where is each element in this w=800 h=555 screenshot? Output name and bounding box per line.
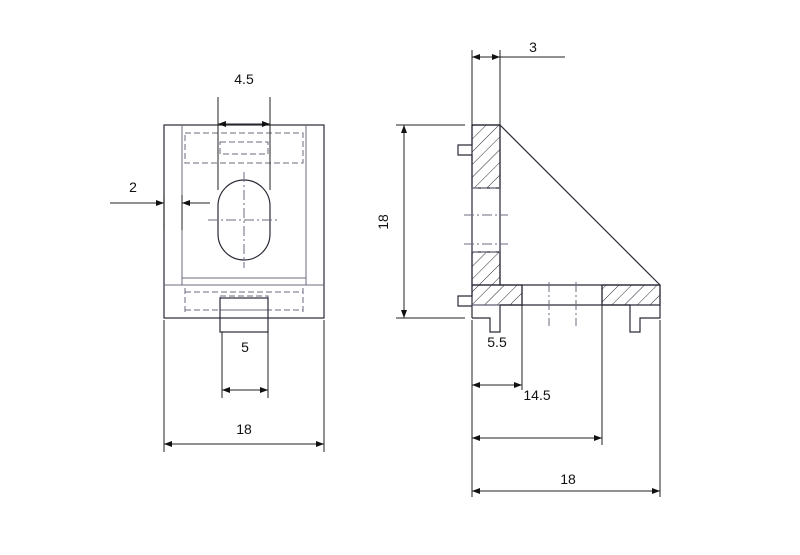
dim-slot-pos-arrow-left <box>472 382 480 388</box>
dim-slot-arrow-right <box>262 121 270 127</box>
dim-foot-label: 5.5 <box>487 334 507 350</box>
dim-slot-width-label: 4.5 <box>234 71 254 87</box>
dim-side-length-arrow-right <box>652 488 660 494</box>
side-web-hatch-lower <box>471 251 501 286</box>
front-hidden-pocket <box>184 132 304 164</box>
front-bottom-tab <box>219 297 269 333</box>
side-gusset-edge <box>499 124 661 286</box>
front-oblong-slot <box>217 179 271 261</box>
dim-slot-pos-arrow-right <box>514 382 522 388</box>
dim-front-width-arrow-right <box>316 441 324 447</box>
front-hidden-tab-top <box>219 141 269 155</box>
dim-front-overall-label: 18 <box>236 421 252 437</box>
dim-slot-arrow-left <box>218 121 226 127</box>
side-web-hatch-top <box>471 124 501 189</box>
dim-wall-label: 2 <box>129 179 137 195</box>
dim-wall-arrow-right <box>182 200 190 206</box>
dim-flange-arrow-left <box>472 54 480 60</box>
dim-slot-pos-label: 14.5 <box>523 387 550 403</box>
dim-front-width-arrow-left <box>164 441 172 447</box>
dim-side-overall-label: 18 <box>560 471 576 487</box>
dim-tab-arrow-left <box>222 387 230 393</box>
dim-height-label: 18 <box>375 214 391 230</box>
dim-slot-end-arrow-right <box>594 435 602 441</box>
dim-side-length-arrow-left <box>472 488 480 494</box>
side-flange-hatch-left <box>471 284 523 306</box>
side-view: 3 18 5.5 14.5 18 <box>375 39 661 497</box>
side-web-outer-profile <box>457 125 473 318</box>
dim-tab-arrow-right <box>260 387 268 393</box>
dim-height-arrow-top <box>401 125 407 133</box>
side-flange-hatch-right <box>601 284 661 306</box>
dim-height-arrow-bottom <box>401 310 407 318</box>
side-flange-bottom-profile <box>472 285 661 333</box>
dim-top-flange-label: 3 <box>529 39 537 55</box>
dim-slot-end-arrow-left <box>472 435 480 441</box>
dim-wall-arrow-left <box>156 200 164 206</box>
dim-tab-width-label: 5 <box>241 339 249 355</box>
dim-flange-arrow-right <box>492 54 500 60</box>
front-view: 4.5 2 5 18 <box>110 71 325 452</box>
